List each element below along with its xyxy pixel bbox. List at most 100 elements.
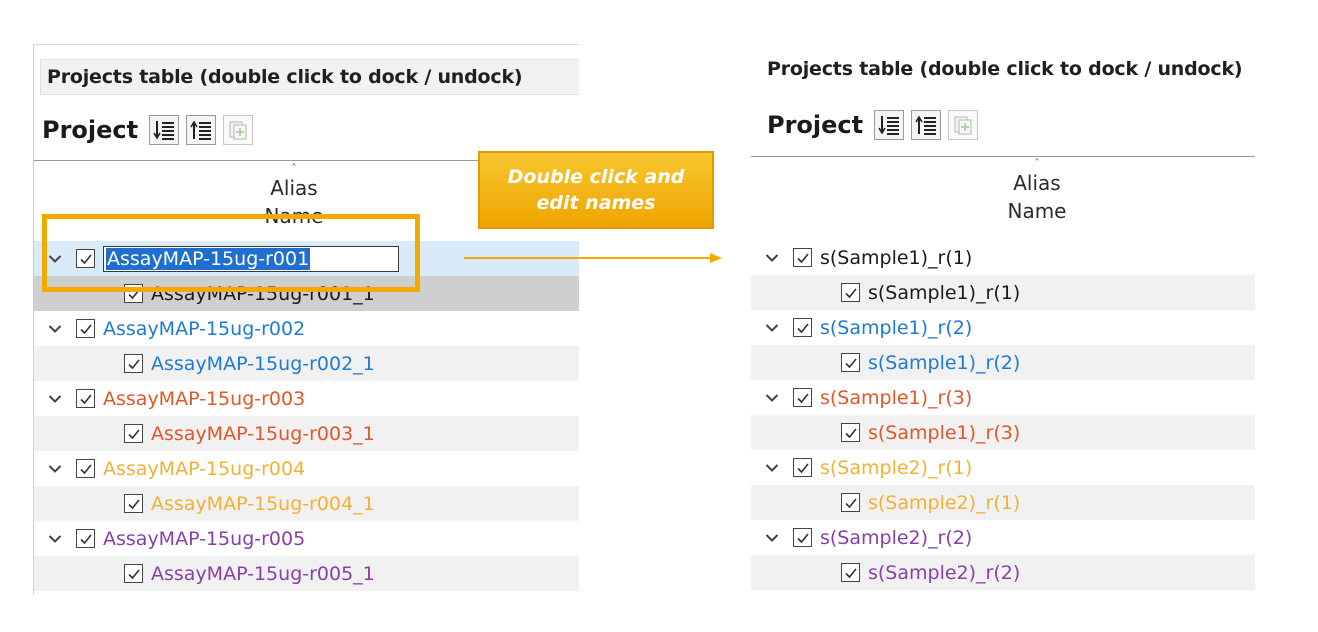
sort-caret-icon: ˆ — [1034, 157, 1040, 171]
expand-toggle[interactable] — [44, 324, 66, 334]
tree-row-sample[interactable]: s(Sample1)_r(3) — [751, 415, 1255, 450]
column-header-alias-name[interactable]: ˆ Alias Name — [194, 163, 394, 231]
row-checkbox[interactable] — [841, 423, 860, 442]
tree-row-sample[interactable]: AssayMAP-15ug-r003_1 — [34, 416, 579, 451]
row-label: s(Sample2)_r(2) — [868, 561, 1021, 584]
tree-row-project[interactable]: s(Sample1)_r(2) — [751, 310, 1255, 345]
checkmark-icon — [796, 322, 809, 333]
expand-toggle[interactable] — [761, 253, 783, 263]
row-checkbox[interactable] — [76, 459, 95, 478]
row-checkbox[interactable] — [793, 528, 812, 547]
row-checkbox[interactable] — [841, 563, 860, 582]
header-name: Name — [264, 204, 324, 228]
tree-row-project[interactable]: s(Sample2)_r(2) — [751, 520, 1255, 555]
tree-row-project[interactable]: AssayMAP-15ug-r005 — [34, 521, 579, 556]
tree-row-sample[interactable]: s(Sample1)_r(1) — [751, 275, 1255, 310]
callout-box: Double click and edit names — [478, 151, 714, 229]
row-checkbox[interactable] — [76, 389, 95, 408]
checkmark-icon — [844, 357, 857, 368]
tree-row-project[interactable]: s(Sample1)_r(1) — [751, 240, 1255, 275]
row-checkbox[interactable] — [793, 458, 812, 477]
checkmark-icon — [844, 497, 857, 508]
tree-row-project[interactable]: AssayMAP-15ug-r002 — [34, 311, 579, 346]
row-label: AssayMAP-15ug-r003_1 — [151, 422, 375, 445]
row-checkbox[interactable] — [76, 319, 95, 338]
callout-line-2: edit names — [536, 192, 656, 214]
row-label: s(Sample1)_r(1) — [868, 281, 1021, 304]
checkmark-icon — [79, 323, 92, 334]
expand-toggle[interactable] — [761, 393, 783, 403]
row-label: AssayMAP-15ug-r005 — [103, 527, 306, 550]
tree-row-sample[interactable]: s(Sample2)_r(2) — [751, 555, 1255, 590]
tree-row-project[interactable]: AssayMAP-15ug-r004 — [34, 451, 579, 486]
checkmark-icon — [79, 393, 92, 404]
expand-toggle[interactable] — [44, 394, 66, 404]
row-checkbox[interactable] — [124, 494, 143, 513]
row-checkbox[interactable] — [124, 564, 143, 583]
header-alias: Alias — [1013, 171, 1061, 195]
row-label: AssayMAP-15ug-r002 — [103, 317, 306, 340]
chevron-down-icon — [48, 324, 62, 333]
row-checkbox[interactable] — [841, 283, 860, 302]
project-toolbar: Project — [767, 106, 979, 144]
row-checkbox[interactable] — [124, 424, 143, 443]
expand-toggle[interactable] — [761, 533, 783, 543]
checkmark-icon — [796, 532, 809, 543]
export-button[interactable] — [223, 115, 254, 145]
expand-toggle[interactable] — [761, 323, 783, 333]
projects-table-panel-before: Projects table (double click to dock / u… — [33, 44, 579, 595]
sort-ascending-button[interactable] — [186, 115, 217, 145]
row-label: s(Sample2)_r(2) — [820, 526, 973, 549]
panel-title[interactable]: Projects table (double click to dock / u… — [767, 58, 1243, 80]
tree-row-project[interactable]: s(Sample2)_r(1) — [751, 450, 1255, 485]
row-label: s(Sample1)_r(2) — [868, 351, 1021, 374]
project-toolbar: Project — [42, 111, 254, 149]
row-label: AssayMAP-15ug-r004_1 — [151, 492, 375, 515]
tree-row-project[interactable]: s(Sample1)_r(3) — [751, 380, 1255, 415]
row-checkbox[interactable] — [841, 493, 860, 512]
tree-row-sample[interactable]: AssayMAP-15ug-r004_1 — [34, 486, 579, 521]
header-divider — [34, 160, 579, 161]
row-label: s(Sample1)_r(3) — [820, 386, 973, 409]
tree-row-sample[interactable]: AssayMAP-15ug-r002_1 — [34, 346, 579, 381]
project-label: Project — [767, 111, 864, 139]
row-checkbox[interactable] — [124, 284, 143, 303]
row-label: s(Sample2)_r(1) — [820, 456, 973, 479]
row-checkbox[interactable] — [793, 248, 812, 267]
expand-toggle[interactable] — [44, 534, 66, 544]
checkmark-icon — [844, 287, 857, 298]
tree-row-sample[interactable]: s(Sample1)_r(2) — [751, 345, 1255, 380]
chevron-down-icon — [765, 253, 779, 262]
expand-toggle[interactable] — [44, 254, 66, 264]
chevron-down-icon — [765, 323, 779, 332]
tree-row-sample[interactable]: s(Sample2)_r(1) — [751, 485, 1255, 520]
export-button[interactable] — [948, 110, 979, 140]
row-checkbox[interactable] — [793, 318, 812, 337]
row-checkbox[interactable] — [76, 249, 95, 268]
row-checkbox[interactable] — [76, 529, 95, 548]
row-checkbox[interactable] — [841, 353, 860, 372]
column-header-alias-name[interactable]: ˆ Alias Name — [947, 158, 1127, 226]
sort-descending-button[interactable] — [149, 115, 180, 145]
expand-toggle[interactable] — [44, 464, 66, 474]
sort-ascending-button[interactable] — [911, 110, 942, 140]
export-icon — [229, 121, 247, 140]
rename-input[interactable]: AssayMAP-15ug-r001 — [103, 245, 399, 272]
row-label: AssayMAP-15ug-r005_1 — [151, 562, 375, 585]
sort-ascending-icon — [915, 115, 937, 135]
sort-caret-icon: ˆ — [291, 162, 297, 176]
panel-title[interactable]: Projects table (double click to dock / u… — [40, 59, 579, 95]
sort-descending-button[interactable] — [874, 110, 905, 140]
checkmark-icon — [127, 498, 140, 509]
chevron-down-icon — [48, 254, 62, 263]
row-label: AssayMAP-15ug-r004 — [103, 457, 306, 480]
expand-toggle[interactable] — [761, 463, 783, 473]
row-label: s(Sample1)_r(1) — [820, 246, 973, 269]
tree-row-sample[interactable]: AssayMAP-15ug-r001_1 — [34, 276, 579, 311]
row-checkbox[interactable] — [124, 354, 143, 373]
chevron-down-icon — [765, 533, 779, 542]
row-checkbox[interactable] — [793, 388, 812, 407]
tree-row-project[interactable]: AssayMAP-15ug-r003 — [34, 381, 579, 416]
tree-row-sample[interactable]: AssayMAP-15ug-r005_1 — [34, 556, 579, 591]
